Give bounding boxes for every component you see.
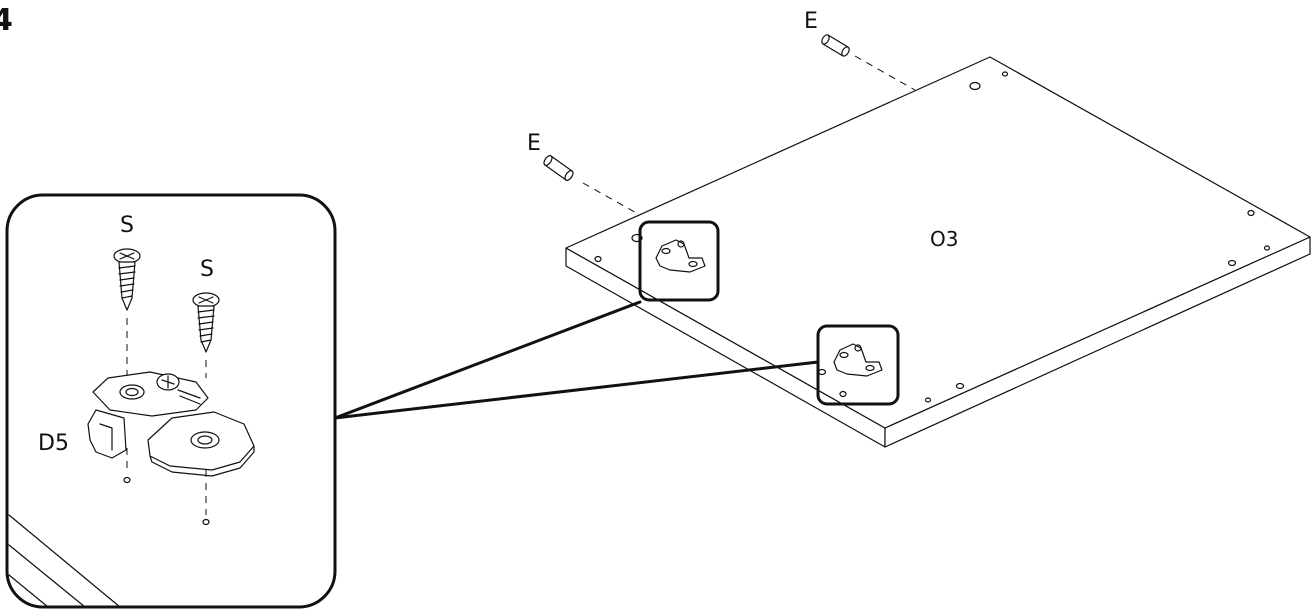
screw-left — [113, 248, 141, 484]
dowel-left — [543, 155, 641, 216]
mounting-plate-label: D5 — [38, 431, 69, 456]
plate-callout-left — [638, 220, 720, 302]
panel-label-o3: O3 — [930, 227, 958, 251]
screw-right — [192, 292, 220, 526]
detail-inset — [5, 193, 337, 609]
detail-leader-lines — [333, 300, 820, 420]
dowel-top — [821, 34, 916, 91]
dowel-left-label: E — [527, 131, 541, 156]
step-number: 4 — [0, 3, 13, 38]
plate-callout-right — [816, 324, 900, 406]
screw-right-label: S — [200, 257, 214, 282]
screw-left-label: S — [120, 213, 134, 238]
panel-o3 — [565, 56, 1311, 448]
mounting-plate-d5 — [87, 371, 255, 477]
dowel-top-label: E — [804, 9, 818, 34]
